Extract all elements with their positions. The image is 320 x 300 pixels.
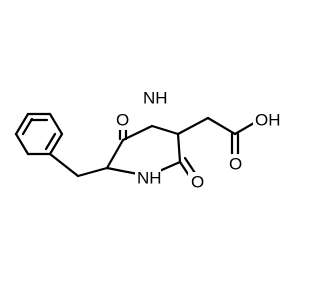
atom-o-acid: O: [226, 154, 244, 174]
atom-label-nh: NH: [143, 89, 168, 108]
benzene-bond: [48, 132, 64, 156]
ring-bond: [176, 132, 182, 164]
benzene-ring: [14, 112, 64, 156]
atom-label-oh: OH: [255, 111, 281, 130]
atom-nh-top: NH: [141, 88, 168, 108]
benzyl-bond: [48, 152, 80, 178]
atom-label-o: O: [116, 111, 129, 130]
atom-label-nh: NH: [137, 169, 162, 188]
benzene-bond: [14, 112, 30, 136]
benzyl-bond: [76, 166, 109, 178]
atom-oh-acid: OH: [253, 110, 283, 130]
ring-bond: [121, 124, 154, 142]
ring-bond: [150, 124, 180, 136]
benzene-bond: [48, 112, 64, 136]
side-chain-bond: [176, 116, 210, 136]
benzene-double-bond: [21, 117, 34, 136]
chemical-structure: NH NH O O OH O: [14, 88, 283, 192]
ring-bond: [105, 138, 125, 170]
atom-nh-bottom: NH: [135, 168, 162, 188]
atom-o-carbonyl-top: O: [112, 110, 130, 130]
atom-o-carbonyl-bottom: O: [188, 172, 206, 192]
benzene-double-bond: [44, 132, 57, 151]
side-chain-bond: [206, 116, 237, 136]
atom-label-o: O: [229, 155, 242, 174]
benzene-bond: [14, 132, 30, 156]
acid-single-bond: [233, 121, 256, 136]
atom-label-o: O: [191, 173, 204, 192]
